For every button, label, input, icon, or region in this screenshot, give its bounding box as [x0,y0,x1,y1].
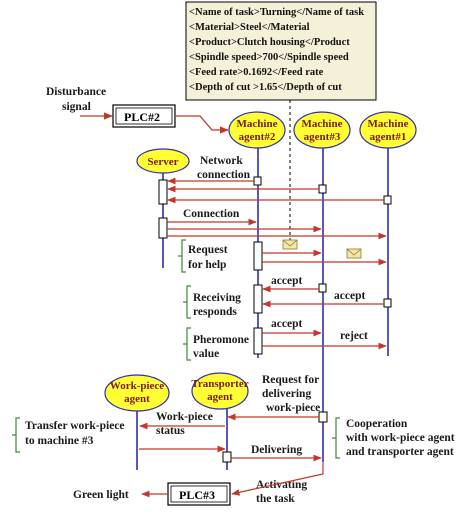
cooperation-label-3: and transporter agent [346,446,454,458]
machine2-activation-3 [253,327,263,355]
machine2-activation-1 [253,241,263,271]
machine3-label-1: Machine [302,118,343,130]
wp-status-label-1: Work-piece [156,411,213,423]
task-note-box [185,1,377,101]
pheromone-label-1: Pheromone [193,334,249,346]
cooperation-bracket [332,417,340,459]
transfer-label-1: Transfer work-piece [25,420,125,432]
machine2-activation-2 [253,284,263,314]
request-deliver-label-3: work-piece [266,402,320,414]
server-agent: Server [136,148,190,174]
transporter-activation [222,451,232,463]
activating-label-2: the task [256,493,295,505]
receiving-label-1: Receiving [193,292,241,304]
disturbance-label-1: Disturbance [46,86,106,98]
pheromone-bracket [183,327,191,361]
network-label-2: connection [197,169,251,181]
machine3-label-2: agent#3 [304,131,341,143]
connection-label: Connection [183,208,240,220]
accept-label-1: accept [271,275,302,287]
transfer-bracket [12,417,20,453]
machine2-label-2: agent#2 [239,131,276,143]
note-line-4: <Spindle speed>700</Spindle speed [189,52,349,63]
activating-arrow [231,462,324,496]
green-light-label: Green light [73,489,129,501]
cooperation-label-1: Cooperation [346,418,408,430]
note-line-3: <Product>Clutch housing</Product [189,37,350,48]
request-help-label-1: Request [188,244,228,256]
disturbance-label-2: signal [62,101,91,113]
machine1-agent: Machine agent#1 [359,111,417,149]
workpiece-label-2: agent [124,393,150,405]
transporter-agent: Transporter agent [191,372,249,410]
wp-status-label-2: status [156,425,185,437]
receiving-bracket [183,285,191,319]
request-deliver-label-1: Request for [262,374,319,386]
transporter-label-1: Transporter [191,378,248,390]
machine2-label-1: Machine [237,118,278,130]
request-help-label-2: for help [188,259,226,271]
note-line-2: <Material>Steel</Material [189,22,310,33]
machine3-activation-1 [318,411,328,423]
transfer-label-2: to machine #3 [25,435,94,447]
envelope-icon [346,248,362,259]
note-line-6: <Depth of cut >1.65</Depth of cut [189,82,342,93]
server-activation-2 [158,217,168,239]
activating-label-1: Activating [256,479,307,491]
cooperation-label-2: with work-piece agent [346,432,455,444]
workpiece-agent: Work-piece agent [104,374,170,412]
machine3-agent: Machine agent#3 [293,111,351,149]
machine1-label-2: agent#1 [370,131,407,143]
accept-label-3: accept [271,318,302,330]
envelope-icon [282,239,298,250]
accept-label-2: accept [334,290,365,302]
transporter-label-2: agent [207,391,233,403]
server-label: Server [147,156,178,168]
task-note: <Name of task>Turning</Name of task <Mat… [185,1,377,240]
server-activation-1 [158,179,168,205]
machine1-label-1: Machine [368,118,409,130]
reject-label: reject [340,330,368,342]
note-line-1: <Name of task>Turning</Name of task [189,7,364,18]
plc3-label: PLC#3 [179,488,215,502]
workpiece-label-1: Work-piece [110,380,164,392]
machine2-agent: Machine agent#2 [228,111,286,149]
plc2-to-machine2-arrow [175,115,229,134]
request-help-bracket [178,239,186,273]
delivering-label: Delivering [251,444,302,456]
network-label-1: Network [200,155,243,167]
plc2-label: PLC#2 [124,110,160,124]
pheromone-label-2: value [193,348,219,360]
note-line-5: <Feed rate>0.1692</Feed rate [189,67,324,78]
request-deliver-label-2: delivering [262,388,311,400]
receiving-label-2: responds [193,306,237,318]
